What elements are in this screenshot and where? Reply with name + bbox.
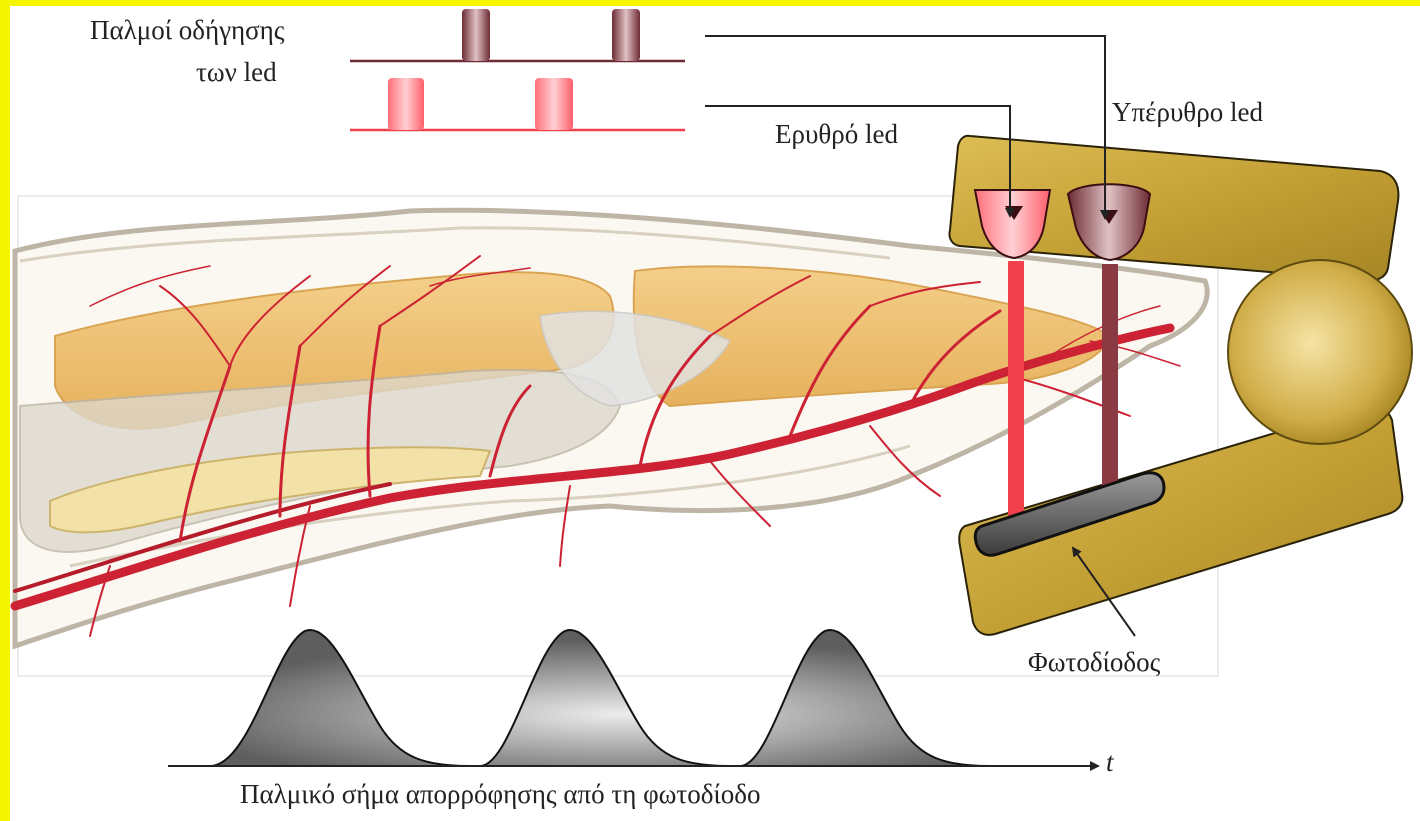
infrared-led-label: Υπέρυθρο led [1112, 96, 1263, 128]
red-led-label: Ερυθρό led [775, 118, 898, 150]
red-pulse-train [350, 78, 685, 130]
red-pulse [388, 78, 424, 130]
diagram-canvas [10, 6, 1420, 821]
infrared-pulse-train [350, 9, 685, 61]
pulse-oximetry-diagram: Παλμοί οδήγησης των led Ερυθρό led Υπέρυ… [10, 6, 1420, 821]
absorption-signal-label: Παλμικό σήμα απορρόφησης από τη φωτοδίοδ… [240, 778, 761, 810]
signal-pulses [168, 630, 990, 766]
infrared-light-beam [1102, 264, 1118, 504]
clip-hinge [1228, 260, 1412, 444]
infrared-pulse [462, 9, 490, 61]
photodiode-label: Φωτοδίοδος [1028, 646, 1160, 678]
drive-pulses-label: Παλμοί οδήγησης [90, 14, 284, 46]
red-pulse [535, 78, 573, 130]
absorption-signal [168, 630, 1098, 766]
red-light-beam [1008, 261, 1024, 529]
time-axis-label: t [1106, 746, 1114, 778]
infrared-pulse [612, 9, 640, 61]
drive-pulses-label-line2: των led [196, 56, 277, 88]
